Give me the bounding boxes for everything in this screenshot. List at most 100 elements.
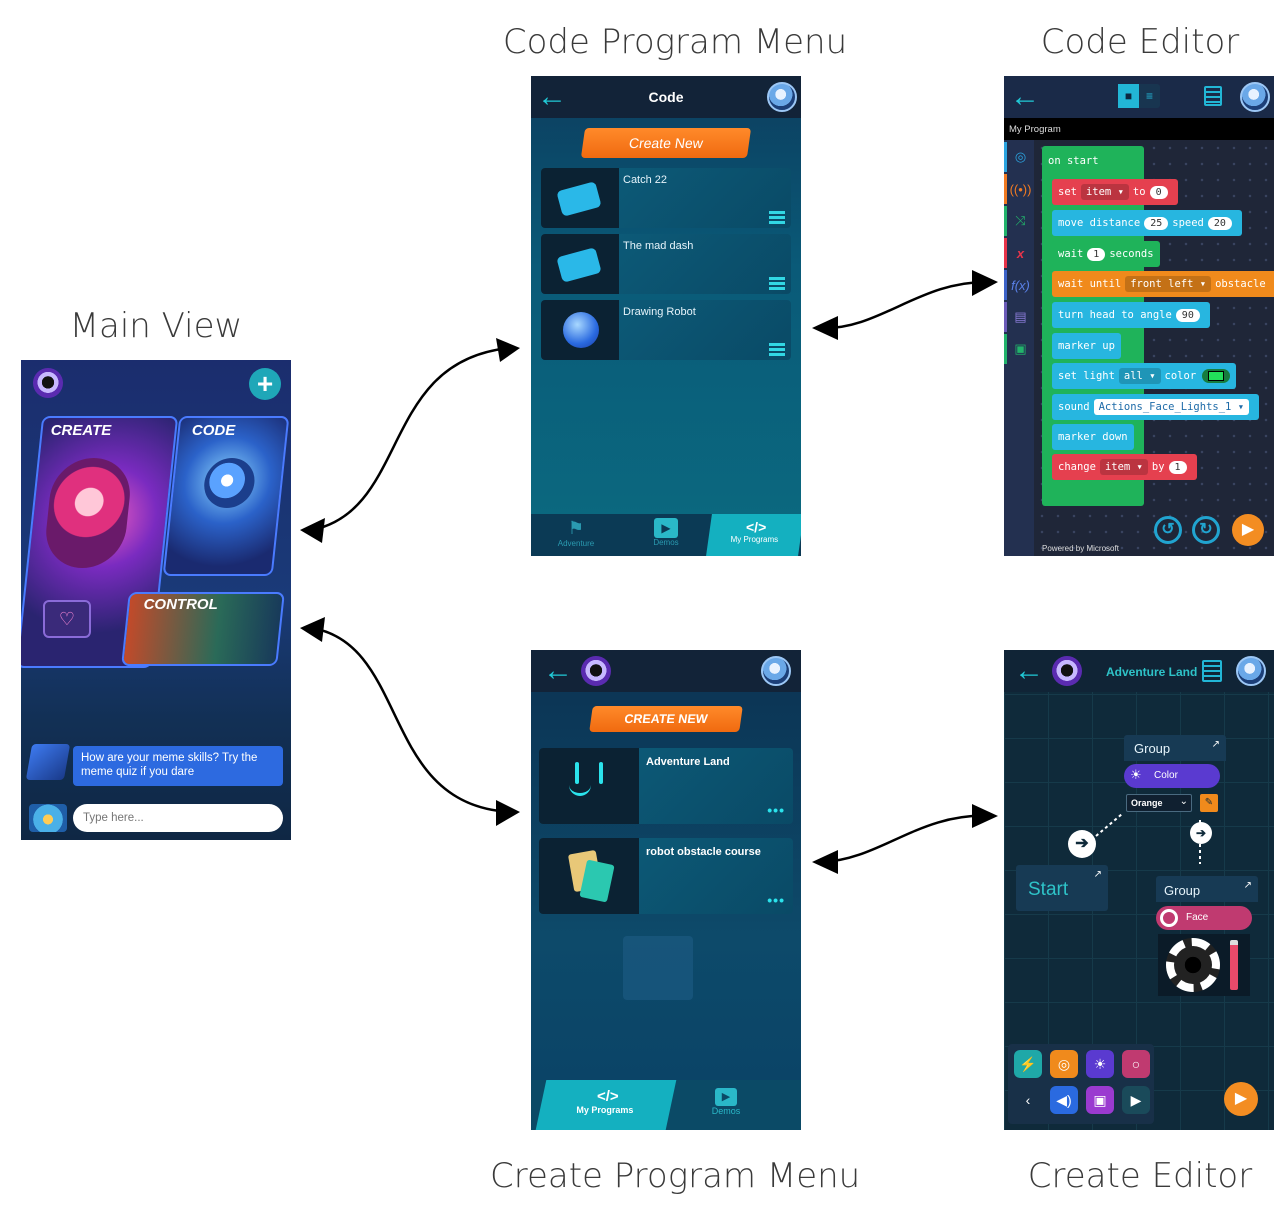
change-variable-block[interactable]: change item ▾ by 1: [1052, 454, 1197, 480]
value-input[interactable]: 25: [1144, 217, 1168, 230]
robot-avatar[interactable]: [767, 82, 797, 112]
code-tile[interactable]: CODE: [163, 416, 290, 576]
tab-my-programs[interactable]: </> My Programs: [706, 514, 801, 556]
shuffle-icon[interactable]: ⤨: [1004, 206, 1034, 236]
more-options-icon[interactable]: •••: [767, 892, 785, 908]
color-swatch[interactable]: [1202, 369, 1230, 383]
sound-block[interactable]: sound Actions_Face_Lights_1 ▾: [1052, 394, 1259, 420]
notes-icon[interactable]: [1204, 86, 1222, 106]
caption-main-view: Main View: [40, 306, 272, 346]
camera-icon[interactable]: ◎: [1050, 1050, 1078, 1078]
back-arrow-icon[interactable]: ←: [1010, 82, 1040, 112]
sensor-dropdown[interactable]: front left ▾: [1125, 276, 1211, 292]
robot-avatar[interactable]: [761, 656, 791, 686]
back-arrow-icon[interactable]: ←: [543, 656, 573, 686]
expand-icon[interactable]: ↗: [1094, 869, 1102, 880]
variable-dropdown[interactable]: item ▾: [1081, 184, 1129, 200]
program-card[interactable]: Adventure Land •••: [539, 748, 793, 824]
marker-up-block[interactable]: marker up: [1052, 333, 1121, 359]
tab-adventure[interactable]: ⚑ Adventure: [531, 514, 621, 556]
expand-icon[interactable]: ↗: [1212, 739, 1220, 750]
block-text: set: [1058, 370, 1077, 382]
target-icon[interactable]: ◎: [1004, 142, 1034, 172]
program-card[interactable]: robot obstacle course •••: [539, 838, 793, 914]
wait-until-block[interactable]: wait until front left ▾ obstacle: [1052, 271, 1274, 297]
chat-input[interactable]: [73, 804, 283, 832]
face-icon: [1160, 909, 1178, 927]
book-icon: ■: [1118, 84, 1139, 108]
block-view-toggle[interactable]: ■ ≡: [1118, 84, 1160, 108]
tab-demos[interactable]: ▶ Demos: [621, 514, 711, 556]
light-dropdown[interactable]: all ▾: [1119, 368, 1161, 384]
dropdown-value: all: [1124, 370, 1143, 382]
undo-button[interactable]: ↺: [1154, 516, 1182, 544]
brightness-slider[interactable]: [1230, 940, 1238, 990]
control-tile[interactable]: CONTROL: [121, 592, 285, 666]
code-menu-screen: ← Code Create New Catch 22 The mad dash …: [531, 76, 801, 556]
menu-icon[interactable]: [769, 341, 785, 356]
run-button[interactable]: ▶: [1224, 1082, 1258, 1116]
calculator-icon[interactable]: ▤: [1004, 302, 1034, 332]
arrow-create-menu-to-editor: [822, 816, 990, 862]
block-text: to: [1133, 186, 1146, 198]
menu-icon[interactable]: [769, 275, 785, 290]
ring-icon[interactable]: ○: [1122, 1050, 1150, 1078]
sticker-icon[interactable]: ▣: [1086, 1086, 1114, 1114]
value-input[interactable]: 20: [1208, 217, 1232, 230]
tab-label: Demos: [621, 538, 711, 547]
caption-create-menu: Create Program Menu: [490, 1156, 860, 1196]
move-block[interactable]: move distance 25 speed 20: [1052, 210, 1242, 236]
start-node[interactable]: Start ↗: [1016, 865, 1108, 911]
group-node[interactable]: Group ↗: [1124, 735, 1226, 761]
powered-by-label: Powered by Microsoft: [1042, 544, 1119, 553]
chat-message-bubble: How are your meme skills? Try the meme q…: [73, 746, 283, 786]
turn-head-block[interactable]: turn head to angle 90: [1052, 302, 1210, 328]
value-input[interactable]: 1: [1087, 248, 1105, 261]
program-card[interactable]: The mad dash: [541, 234, 791, 294]
tab-my-programs[interactable]: </> My Programs: [536, 1080, 677, 1130]
more-options-icon[interactable]: •••: [767, 802, 785, 818]
extension-icon[interactable]: ▣: [1004, 334, 1034, 364]
marker-down-block[interactable]: marker down: [1052, 424, 1134, 450]
function-icon[interactable]: f(x): [1004, 270, 1034, 300]
wait-block[interactable]: wait 1 seconds: [1052, 241, 1160, 267]
profile-avatar[interactable]: [33, 368, 63, 398]
broadcast-icon[interactable]: ((•)): [1004, 174, 1034, 204]
code-editor-header: ← ■ ≡: [1004, 76, 1274, 118]
variable-dropdown[interactable]: item ▾: [1100, 459, 1148, 475]
edit-color-button[interactable]: ✎: [1200, 794, 1218, 812]
variable-icon[interactable]: x: [1004, 238, 1034, 268]
value-input[interactable]: 90: [1176, 309, 1200, 322]
tab-demos[interactable]: ▶ Demos: [681, 1080, 771, 1130]
chevron-left-icon[interactable]: ‹: [1014, 1086, 1042, 1114]
run-button[interactable]: ▶: [1232, 514, 1264, 546]
set-variable-block[interactable]: set item ▾ to 0: [1052, 179, 1178, 205]
face-preview[interactable]: [1158, 934, 1250, 996]
menu-icon[interactable]: [769, 209, 785, 224]
dropdown-value: Actions_Face_Lights_1: [1099, 401, 1232, 413]
create-new-button[interactable]: Create New: [581, 128, 751, 158]
profile-avatar[interactable]: [581, 656, 611, 686]
group-node[interactable]: Group ↗: [1156, 876, 1258, 902]
value-input[interactable]: 0: [1150, 186, 1168, 199]
create-new-button[interactable]: CREATE NEW: [589, 706, 743, 732]
code-tile-label: CODE: [192, 422, 235, 439]
play-locked-icon[interactable]: ▶: [1122, 1086, 1150, 1114]
sound-dropdown[interactable]: Actions_Face_Lights_1 ▾: [1094, 399, 1249, 415]
sun-icon[interactable]: ☀: [1086, 1050, 1114, 1078]
expand-icon[interactable]: ↗: [1244, 880, 1252, 891]
program-card[interactable]: Drawing Robot: [541, 300, 791, 360]
color-node[interactable]: ☀ Color: [1124, 764, 1220, 788]
vr-goggles-icon: [541, 234, 619, 294]
robot-avatar[interactable]: [1240, 82, 1270, 112]
program-card[interactable]: Catch 22: [541, 168, 791, 228]
redo-button[interactable]: ↻: [1192, 516, 1220, 544]
speaker-icon[interactable]: ◀): [1050, 1086, 1078, 1114]
block-text: seconds: [1109, 248, 1153, 260]
lightning-icon[interactable]: ⚡: [1014, 1050, 1042, 1078]
set-light-block[interactable]: set light all ▾ color: [1052, 363, 1236, 389]
add-button[interactable]: +: [249, 368, 281, 400]
face-node[interactable]: Face: [1156, 906, 1252, 930]
color-select[interactable]: Orange ⌄: [1126, 794, 1192, 812]
value-input[interactable]: 1: [1169, 461, 1187, 474]
